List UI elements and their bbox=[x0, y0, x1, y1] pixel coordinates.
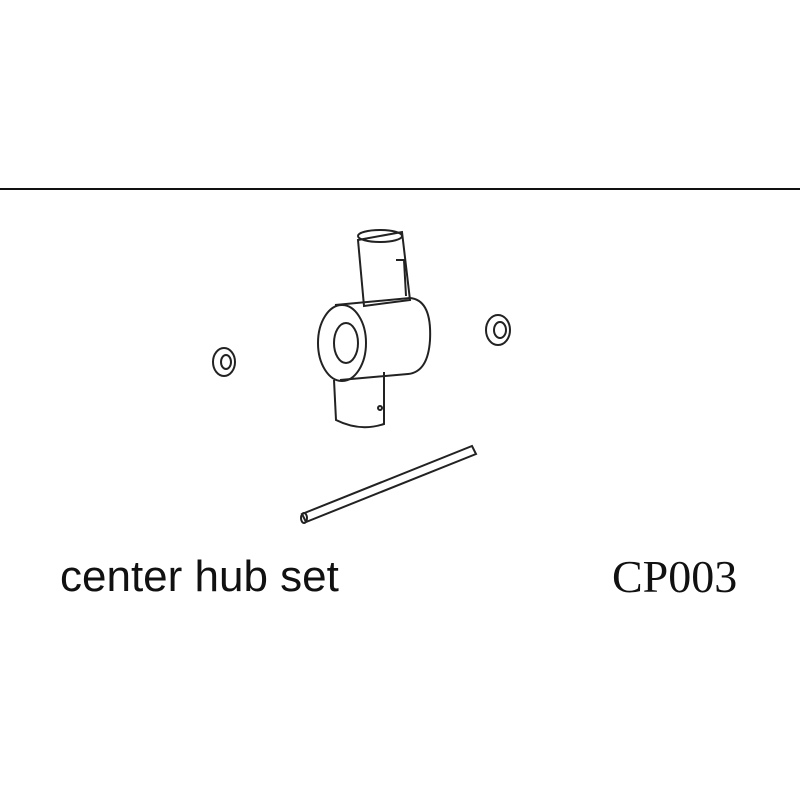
hub-body bbox=[317, 229, 432, 429]
pin bbox=[300, 444, 478, 524]
right-bushing bbox=[485, 314, 511, 346]
part-name: center hub set bbox=[60, 552, 339, 601]
left-bushing bbox=[212, 347, 236, 377]
part-code: CP003 bbox=[612, 551, 738, 602]
divider-line bbox=[0, 188, 800, 190]
